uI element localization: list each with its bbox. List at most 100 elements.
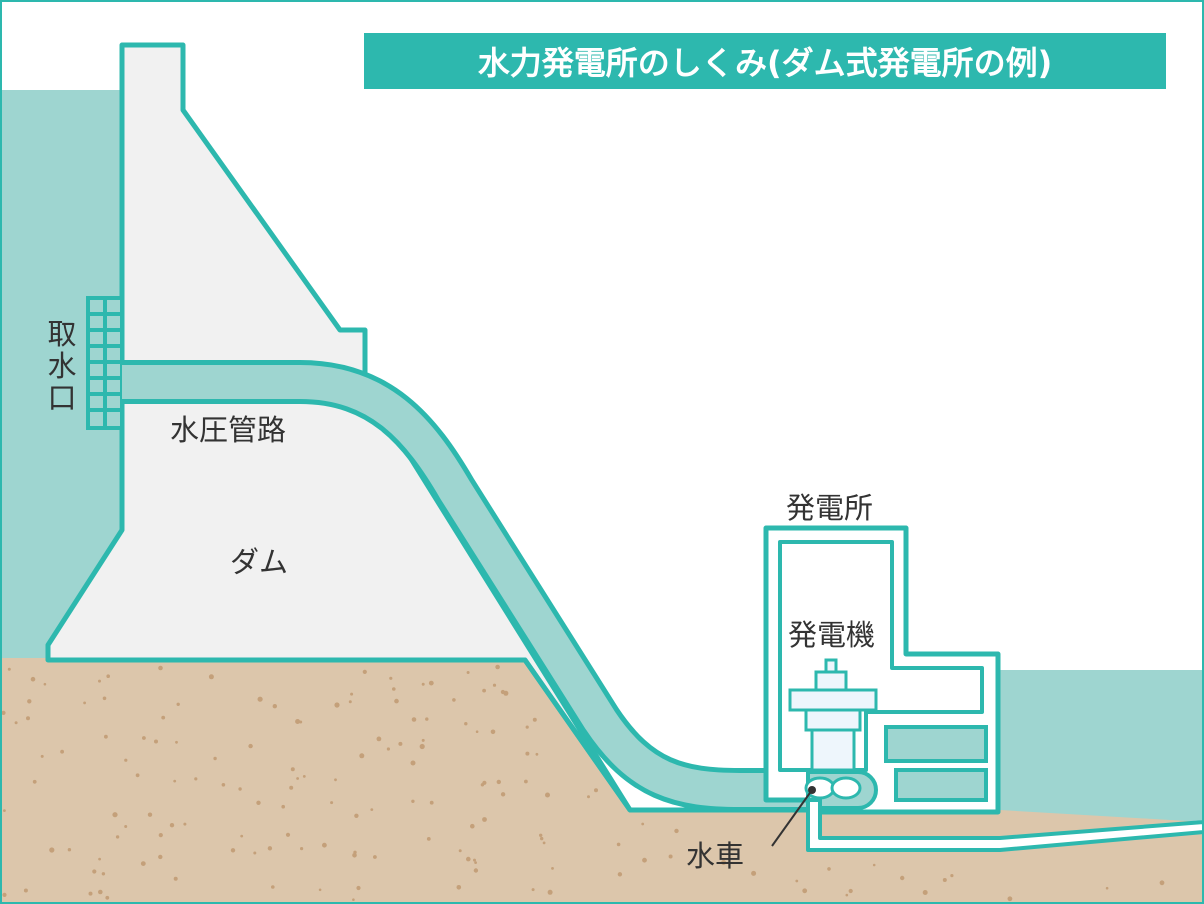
label-intake-3: 口 bbox=[47, 381, 76, 415]
ground-dot bbox=[43, 682, 47, 686]
ground-dot bbox=[551, 867, 554, 870]
ground-dot bbox=[281, 804, 286, 809]
ground-dot bbox=[221, 783, 226, 787]
ground-dot bbox=[410, 760, 416, 766]
intake-grate bbox=[86, 296, 124, 430]
ground-dot bbox=[394, 698, 399, 704]
ground-dot bbox=[350, 692, 354, 696]
label-penstock: 水圧管路 bbox=[170, 413, 286, 447]
ground-dot bbox=[475, 730, 479, 733]
ground-dot bbox=[67, 848, 72, 852]
ground-dot bbox=[674, 828, 679, 834]
ground-dot bbox=[525, 751, 530, 756]
ground-dot bbox=[257, 696, 263, 702]
ground-dot bbox=[795, 879, 799, 883]
river-water bbox=[820, 670, 1204, 840]
ground-dot bbox=[352, 898, 355, 901]
ground-dot bbox=[104, 734, 108, 739]
ground-dot bbox=[318, 888, 322, 892]
ground-dot bbox=[158, 833, 163, 838]
ground-dot bbox=[500, 792, 506, 797]
ground-dot bbox=[295, 719, 301, 724]
ground-dot bbox=[474, 861, 477, 864]
ground-dot bbox=[98, 857, 101, 861]
penstock-pipe bbox=[122, 365, 820, 807]
ground-dot bbox=[290, 767, 295, 772]
ground-dot bbox=[161, 715, 166, 720]
ground-dot bbox=[3, 809, 6, 812]
equipment-box-upper bbox=[884, 725, 988, 763]
ground-dot bbox=[40, 754, 44, 758]
ground-dot bbox=[922, 890, 928, 895]
ground-dot bbox=[30, 676, 36, 682]
ground-dot bbox=[1159, 880, 1165, 886]
ground-dot bbox=[411, 799, 415, 803]
label-dam: ダム bbox=[230, 545, 288, 579]
ground-dot bbox=[542, 841, 546, 845]
ground-dot bbox=[83, 701, 86, 705]
ground-dot bbox=[176, 702, 180, 706]
ground-dot bbox=[88, 891, 93, 896]
turbine-leader-dot bbox=[808, 786, 816, 794]
ground-dot bbox=[668, 854, 673, 859]
ground-dot bbox=[352, 853, 357, 858]
ground-dot bbox=[524, 779, 528, 784]
ground-dot bbox=[429, 800, 434, 805]
ground-dot bbox=[106, 674, 110, 678]
ground-dot bbox=[490, 729, 496, 735]
ground-dot bbox=[296, 777, 299, 780]
ground-dot bbox=[105, 895, 110, 900]
ground-dot bbox=[458, 849, 462, 853]
ground-dot bbox=[49, 847, 55, 853]
ground-dot bbox=[267, 846, 273, 851]
ground-dot bbox=[392, 687, 396, 691]
ground-dot bbox=[173, 779, 177, 783]
ground-dot bbox=[194, 777, 198, 781]
ground-dot bbox=[421, 682, 425, 686]
ground-dot bbox=[942, 878, 947, 882]
equipment-box-lower bbox=[894, 768, 988, 802]
ground-dot bbox=[208, 674, 214, 680]
ground-dot bbox=[492, 683, 497, 687]
ground-dot bbox=[827, 867, 831, 871]
draft-tube bbox=[806, 798, 1204, 852]
ground-dot bbox=[641, 822, 645, 826]
ground-dot bbox=[7, 667, 11, 671]
ground-dot bbox=[540, 836, 544, 841]
ground-dot bbox=[169, 823, 175, 828]
ground-dot bbox=[115, 835, 120, 839]
ground-dot bbox=[334, 778, 337, 782]
ground-dot bbox=[398, 741, 403, 746]
ground-dot bbox=[900, 875, 905, 881]
ground-dot bbox=[135, 773, 140, 778]
ground-dot bbox=[362, 669, 367, 675]
ground-dot bbox=[872, 863, 876, 867]
ground-dot bbox=[428, 680, 434, 686]
ground-dot bbox=[456, 885, 462, 890]
ground-dot bbox=[500, 689, 505, 695]
ground-dot bbox=[642, 857, 647, 863]
ground-dot bbox=[253, 851, 257, 855]
ground-dot bbox=[525, 725, 529, 729]
ground-dot bbox=[354, 813, 359, 818]
label-intake-2: 水 bbox=[47, 349, 76, 383]
ground-dot bbox=[482, 780, 487, 785]
ground-dot bbox=[322, 842, 327, 848]
ground-dot bbox=[425, 717, 429, 721]
ground-dot bbox=[473, 868, 479, 873]
ground-dot bbox=[142, 736, 146, 740]
ground-dot bbox=[531, 888, 535, 892]
ground-dot bbox=[112, 812, 118, 818]
ground-dot bbox=[426, 837, 431, 841]
ground-dot bbox=[616, 842, 621, 847]
ground-dot bbox=[452, 698, 456, 702]
ground-dot bbox=[101, 872, 106, 876]
ground-dot bbox=[256, 800, 261, 805]
ground-dot bbox=[421, 738, 425, 742]
ground-dot bbox=[102, 696, 107, 701]
ground-dot bbox=[32, 779, 37, 784]
ground-dot bbox=[299, 720, 303, 724]
